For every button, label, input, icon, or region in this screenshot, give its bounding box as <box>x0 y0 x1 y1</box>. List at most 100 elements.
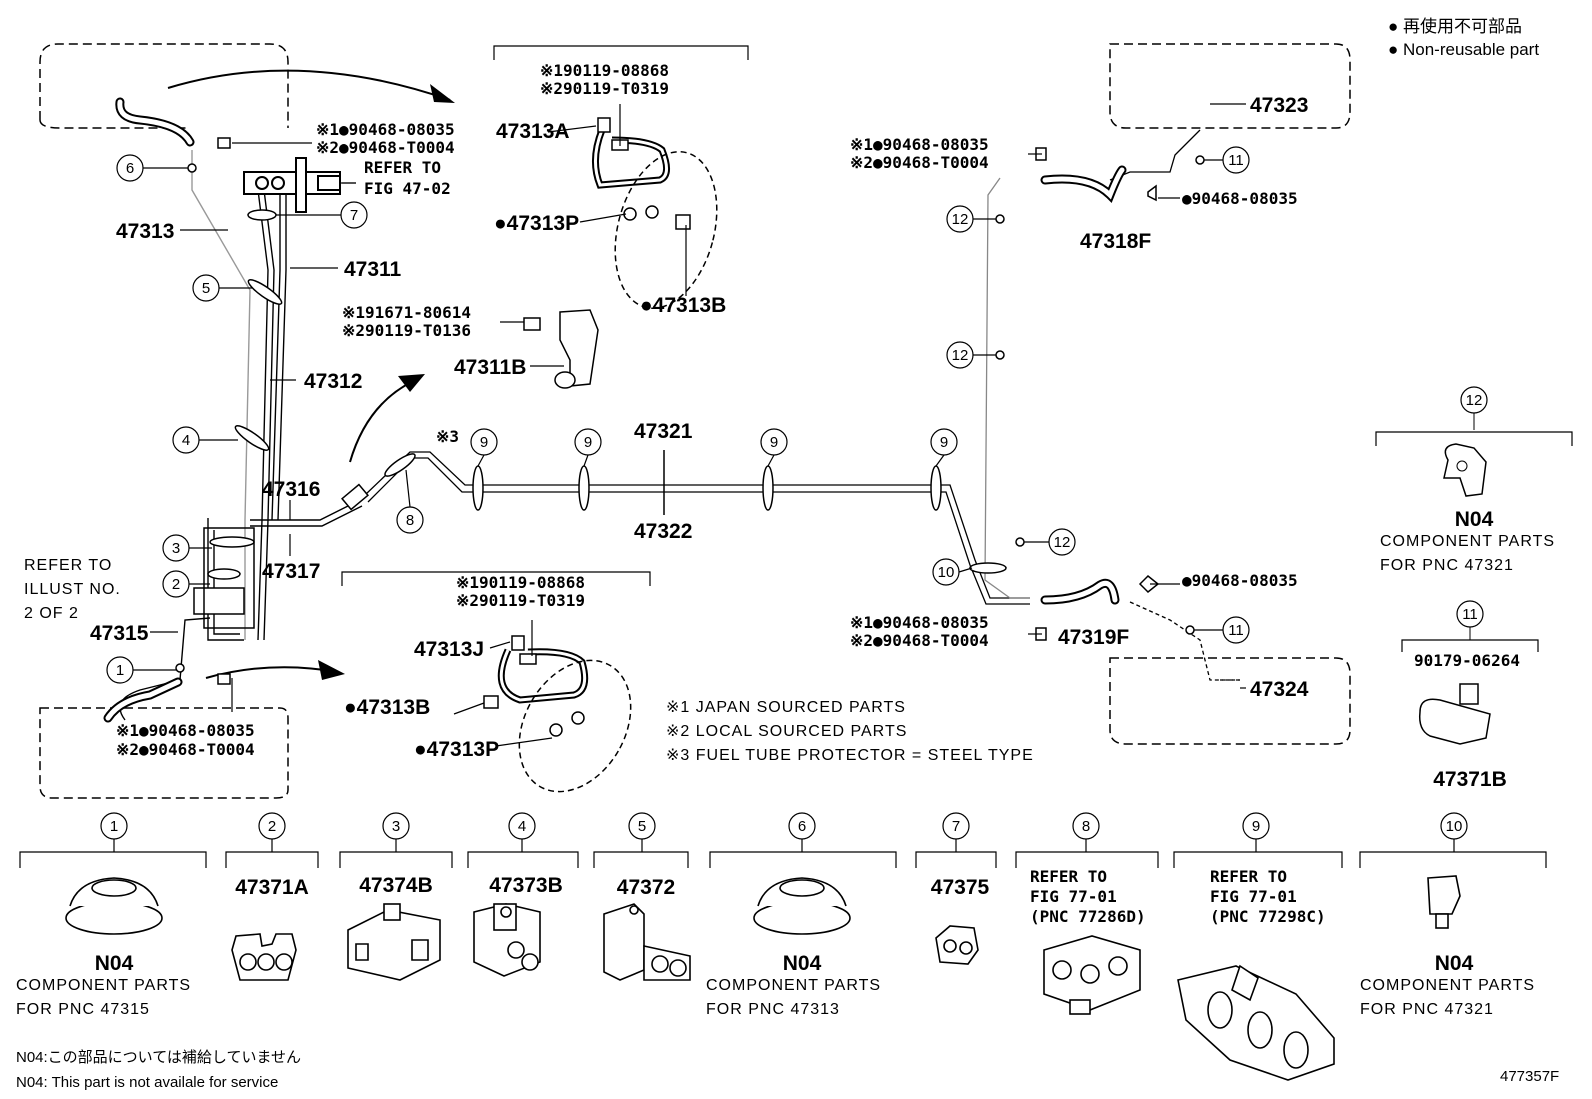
brake-hose-top <box>592 117 718 310</box>
callout-10: 10 <box>938 564 955 581</box>
note-3: ※3 FUEL TUBE PROTECTOR = STEEL TYPE <box>666 747 1034 764</box>
bottom-num-6: 6 <box>798 818 806 835</box>
bottom-num-3: 3 <box>392 818 400 835</box>
label-47313P-bot: ●47313P <box>414 738 499 761</box>
callout-12a: 12 <box>1054 534 1071 551</box>
clip-r-2: ※1●90468-08035 <box>850 613 989 632</box>
x3-mark: ※3 <box>436 427 459 446</box>
legend-jp: ● 再使用不可部品 <box>1388 16 1522 36</box>
svg-text:COMPONENT PARTS: COMPONENT PARTS <box>1380 533 1555 550</box>
callout-6: 6 <box>126 160 134 177</box>
footnote-jp: N04:この部品については補給していません <box>16 1049 301 1066</box>
label-47315: 47315 <box>90 622 149 645</box>
clip-tl-2: ※2●90468-T0004 <box>316 138 455 157</box>
brake-hose-bottom <box>483 635 632 793</box>
bottom-num-8: 8 <box>1082 818 1090 835</box>
bottom-title-6: N04 <box>783 952 822 975</box>
bottom-title-10: N04 <box>1435 952 1474 975</box>
label-47311B: 47311B <box>454 356 526 379</box>
label-47313J: 47313J <box>414 638 484 661</box>
callout-12b: 12 <box>952 211 969 228</box>
hose-top-1: ※190119-08868 <box>540 61 669 80</box>
bottom-brackets <box>19 851 1547 868</box>
bottom-line1-8: FIG 77-01 <box>1030 887 1117 906</box>
clip-r-3: ※2●90468-T0004 <box>850 631 989 650</box>
bottom-line1-9: FIG 77-01 <box>1210 887 1297 906</box>
callout-9d: 9 <box>940 434 948 451</box>
hose-bot-2: ※290119-T0319 <box>456 591 585 610</box>
side-part-11: 11 90179-06264 47371B <box>1401 600 1539 791</box>
side-part-12: 12 N04 COMPONENT PARTS FOR PNC 47321 <box>1375 386 1573 574</box>
body-outlines <box>39 43 1351 799</box>
callout-7: 7 <box>350 207 358 224</box>
clip-tr-2: ※2●90468-T0004 <box>850 153 989 172</box>
callout-9b: 9 <box>584 434 592 451</box>
bottom-title-4: 47373B <box>489 874 563 897</box>
refer-illust-3: 2 OF 2 <box>24 605 79 622</box>
bottom-line2-8: (PNC 77286D) <box>1030 907 1146 926</box>
bottom-num-10: 10 <box>1446 818 1463 835</box>
bottom-num-4: 4 <box>518 818 526 835</box>
bracket-47311B <box>523 309 599 389</box>
svg-text:90179-06264: 90179-06264 <box>1414 651 1520 670</box>
bottom-title-8: REFER TO <box>1030 867 1107 886</box>
label-47317: 47317 <box>262 560 320 583</box>
bottom-title-3: 47374B <box>359 874 433 897</box>
bottom-part-drawings <box>65 875 1461 1081</box>
bottom-line2-10: FOR PNC 47321 <box>1360 1001 1494 1018</box>
svg-text:47371B: 47371B <box>1433 768 1507 791</box>
note-1: ※1 JAPAN SOURCED PARTS <box>666 699 906 716</box>
hose-bot-1: ※190119-08868 <box>456 573 585 592</box>
bottom-line1-10: COMPONENT PARTS <box>1360 977 1535 994</box>
brake-tubes <box>119 150 363 721</box>
bottom-num-1: 1 <box>110 818 118 835</box>
bottom-title-7: 47375 <box>931 876 990 899</box>
callout-5: 5 <box>202 280 210 297</box>
label-47312: 47312 <box>304 370 362 393</box>
bottom-title-2: 47371A <box>235 876 309 899</box>
clip-tr-1: ※1●90468-08035 <box>850 135 989 154</box>
bottom-num-5: 5 <box>638 818 646 835</box>
callouts-diagram <box>106 146 1250 684</box>
bracket-2: ※290119-T0136 <box>342 321 471 340</box>
clip-r-1: ●90468-08035 <box>1182 189 1298 208</box>
label-47313P-top: ●47313P <box>494 212 579 235</box>
bracket-1: ※191671-80614 <box>342 303 471 322</box>
bottom-num-7: 7 <box>952 818 960 835</box>
clip-bl-1: ※1●90468-08035 <box>116 721 255 740</box>
label-47321: 47321 <box>634 420 693 443</box>
callout-9a: 9 <box>480 434 488 451</box>
label-47319F: 47319F <box>1058 626 1129 649</box>
callout-9c: 9 <box>770 434 778 451</box>
callout-1: 1 <box>116 662 124 679</box>
clip-r-4: ●90468-08035 <box>1182 571 1298 590</box>
note-2: ※2 LOCAL SOURCED PARTS <box>666 723 907 740</box>
fuel-tubes <box>364 129 1240 681</box>
callout-8: 8 <box>406 512 414 529</box>
refer-illust-1: REFER TO <box>24 557 112 574</box>
bottom-num-2: 2 <box>268 818 276 835</box>
label-47313B-bot: ●47313B <box>344 696 430 719</box>
legend-en: ● Non-reusable part <box>1388 40 1539 59</box>
clip-tl-1: ※1●90468-08035 <box>316 120 455 139</box>
callout-12c: 12 <box>952 347 969 364</box>
label-47313: 47313 <box>116 220 174 243</box>
bottom-line1-1: COMPONENT PARTS <box>16 977 191 994</box>
bottom-title-1: N04 <box>95 952 134 975</box>
svg-text:12: 12 <box>1466 392 1483 409</box>
callout-4: 4 <box>182 432 190 449</box>
bottom-line2-6: FOR PNC 47313 <box>706 1001 840 1018</box>
callout-2: 2 <box>172 576 180 593</box>
svg-text:FOR PNC 47321: FOR PNC 47321 <box>1380 557 1514 574</box>
refer-illust-2: ILLUST NO. <box>24 581 121 598</box>
label-47322: 47322 <box>634 520 692 543</box>
callout-3: 3 <box>172 540 180 557</box>
label-47313B-top: ●47313B <box>640 294 726 317</box>
label-47313A: 47313A <box>496 120 570 143</box>
bottom-line1-6: COMPONENT PARTS <box>706 977 881 994</box>
label-47318F: 47318F <box>1080 230 1151 253</box>
callout-11a: 11 <box>1228 152 1244 169</box>
hose-top-2: ※290119-T0319 <box>540 79 669 98</box>
bottom-line2-1: FOR PNC 47315 <box>16 1001 150 1018</box>
